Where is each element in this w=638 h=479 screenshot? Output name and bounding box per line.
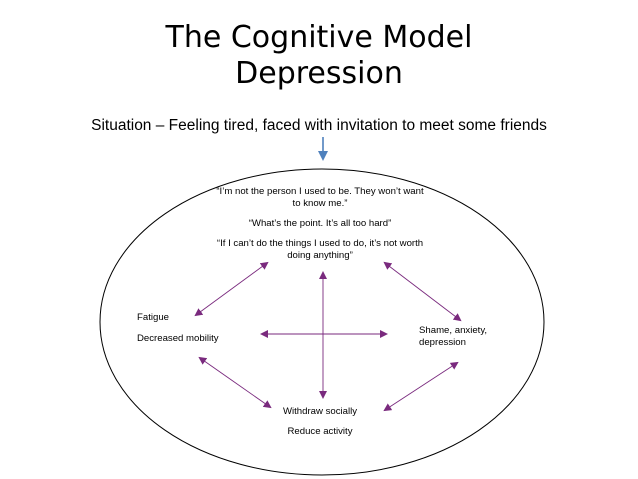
physical-item-1: Fatigue bbox=[137, 312, 169, 323]
thoughts-node: “I’m not the person I used to be. They w… bbox=[215, 186, 425, 270]
model-ellipse bbox=[99, 168, 545, 476]
physical-node: Fatigue Decreased mobility bbox=[137, 312, 219, 354]
arrow-thoughts-emotions bbox=[383, 261, 462, 322]
situation-text: Situation – Feeling tired, faced with in… bbox=[91, 117, 547, 134]
arrow-physical-behaviour bbox=[198, 356, 272, 409]
thought-3: “If I can’t do the things I used to do, … bbox=[216, 238, 424, 261]
thought-1: “I’m not the person I used to be. They w… bbox=[216, 186, 424, 209]
arrow-thoughts-physical bbox=[194, 261, 269, 317]
behaviour-node: Withdraw socially Reduce activity bbox=[250, 406, 390, 446]
title-line-2: Depression bbox=[235, 56, 403, 91]
physical-item-2: Decreased mobility bbox=[137, 333, 219, 344]
arrow-emotions-behaviour bbox=[383, 361, 459, 412]
behaviour-item-1: Withdraw socially bbox=[282, 406, 358, 417]
title-line-1: The Cognitive Model bbox=[165, 20, 473, 55]
behaviour-item-2: Reduce activity bbox=[287, 426, 353, 437]
thought-2: “What’s the point. It’s all too hard” bbox=[248, 218, 392, 229]
emotions-node: Shame, anxiety, depression bbox=[419, 325, 488, 348]
diagram-title: The Cognitive Model Depression bbox=[0, 20, 638, 92]
